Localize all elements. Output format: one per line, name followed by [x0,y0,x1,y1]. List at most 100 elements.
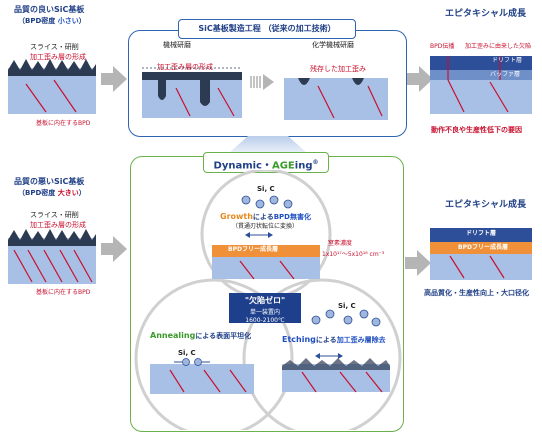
cmp-residual-label: 残存した加工歪み [310,65,366,73]
annealing-species: Si, C [178,349,196,357]
dotted-arrow-icon [250,74,274,90]
bad-substrate-subtitle: （BPD密度 大きい） [18,190,86,197]
bpd-line [27,249,47,283]
growth-word: Growth [220,212,253,221]
bpd-line [43,249,63,283]
growth-subtext: （貫通刃状転位に変換） [232,223,299,230]
bpd-free-layer [212,245,320,257]
subtitle-suffix: ） [78,189,86,197]
etching-effect: 加工歪み層除去 [336,336,386,344]
nitrogen-label: 窒素濃度 [328,240,353,247]
top-epi-title: エピタキシャル成長 [445,9,527,19]
bpd-line [175,87,191,117]
bpd-free-layer [430,242,532,254]
bpd-line [59,249,79,283]
arrow-right-icon [405,250,431,276]
damage-defect-label: 加工歪みに由来した欠陥 [465,43,532,50]
title-ing: ing [294,160,313,172]
bad-substrate-illustration [8,229,96,284]
bpd-line [489,81,509,113]
etching-word: Etching [282,335,316,344]
atom-icon [269,195,279,205]
growth-atoms [241,195,293,209]
atom-icon [325,309,335,319]
mech-polish-illustration [142,67,242,118]
title-age: AGE [271,160,295,172]
bottom-drift-layer-label: ドリフト層 [466,230,497,237]
arrow-right-icon [407,66,433,92]
deep-damage [158,80,166,100]
etching-circle [242,278,402,430]
badge-sub1: 単一装置内 [249,309,280,316]
substrate-body [150,364,254,394]
arrow-right-icon [101,66,127,92]
badge-main: "欠陥ゼロ" [244,296,286,305]
growth-layer-illustration [212,232,320,280]
growth-species: Si, C [257,185,275,193]
bottom-epi-title: エピタキシャル成長 [445,200,527,210]
buffer-layer [430,70,532,80]
label-slice: スライス・研削 [30,43,79,51]
label-bpd: 基板に内在するBPD [36,289,91,296]
annealing-caption: Annealingによる表面平坦化 [150,332,251,340]
etching-caption: Etchingによる加工歪み層除去 [282,336,386,344]
atom-icon [182,358,190,366]
process-panel-title: SiC基板製造工程 （従来の加工技術） [178,19,356,39]
nitrogen-value: 1x10¹⁷〜5x10¹⁸ cm⁻³ [322,251,385,258]
damage-layer [8,59,96,76]
bpd-line [365,371,383,393]
top-epi-illustration [430,56,532,114]
connector-fan [228,136,308,154]
annealing-text: による表面平坦化 [195,332,252,340]
registered-mark: ® [312,159,319,166]
growth-text: による [252,213,274,221]
bottom-bpd-free-label: BPDフリー成長層 [458,244,508,251]
deep-damage [200,80,210,106]
good-substrate-subtitle: （BPD密度 小さい） [18,18,86,25]
drift-layer-label: ドリフト層 [492,57,523,64]
substrate-body [430,80,532,114]
good-substrate-title: 品質の良いSiC基板 [14,5,85,14]
subtitle-suffix: ） [78,17,86,25]
damage-layer [142,72,242,80]
cmp-illustration [284,78,388,120]
top-epi-result: 動作不良や生産性低下の要因 [431,126,522,134]
bpd-line [53,79,77,113]
title-dynamic: Dynamic・ [213,160,272,172]
substrate-body [284,78,388,120]
residual-damage [352,78,364,85]
etching-atoms [311,309,381,327]
bpd-line [13,249,33,283]
bpd-line [73,249,93,283]
bottom-epi-result: 高品質化・生産性向上・大口径化 [424,289,529,297]
substrate-body [212,257,320,279]
bpd-line [447,79,465,113]
bpd-propagation-label: BPD伝播 [430,43,455,50]
good-substrate-illustration [8,59,96,114]
atom-icon [311,315,321,325]
bpd-line [25,83,47,113]
arrow-right-icon [101,236,127,262]
bad-substrate-title: 品質の悪いSiC基板 [14,177,85,186]
label-bpd: 基板に内在するBPD [36,120,91,127]
bpd-line [449,255,465,279]
dynamic-ageing-title: Dynamic・AGEing® [203,152,329,173]
label-damage: 加工歪み層の形成 [30,221,86,229]
mech-polish-label: 機械研磨 [163,41,191,49]
substrate-body [430,254,532,280]
label-slice: スライス・研削 [30,211,79,219]
subtitle-prefix: （BPD密度 [18,17,58,25]
bpd-line [229,369,247,393]
atom-icon [371,317,381,327]
bpd-density-high: 大きい [57,189,79,197]
damage-layer [282,358,390,370]
defect-zero-badge: "欠陥ゼロ" 単一装置内 1600-2100℃ [229,293,301,324]
residual-damage [298,78,310,85]
annealing-word: Annealing [150,331,196,340]
buffer-layer-label: バッファ層 [490,71,521,78]
bpd-line [203,369,221,393]
bpd-line [489,255,505,279]
bpd-line [367,85,383,117]
atom-icon [241,195,251,205]
bpd-line [317,85,335,119]
